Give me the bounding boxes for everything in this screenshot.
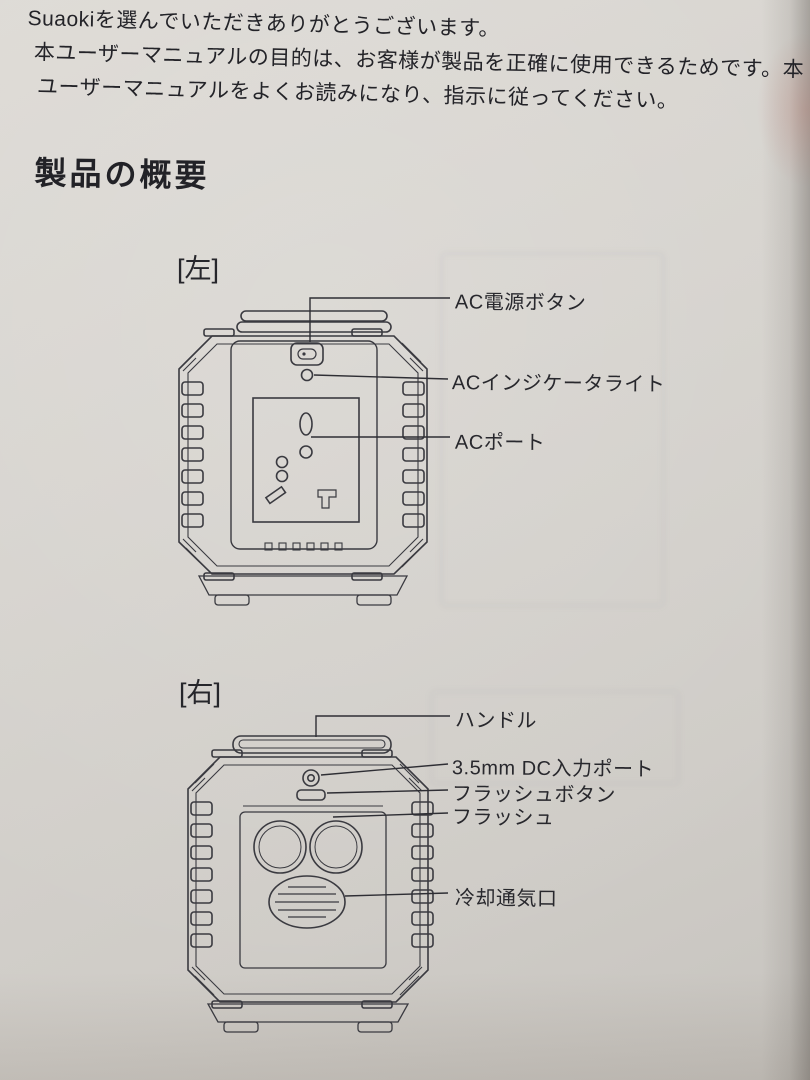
right-device-illustration — [187, 735, 434, 1033]
left-device-illustration — [178, 310, 428, 606]
callout-label-ac-power-button: AC電源ボタン — [454, 291, 587, 315]
callout-label-handle: ハンドル — [454, 709, 538, 733]
callout-label-ac-port: ACポート — [454, 431, 546, 455]
left-view-label: [左] — [177, 254, 220, 284]
callout-label-flash: フラッシュ — [451, 806, 555, 830]
callout-lines — [309, 297, 450, 897]
right-view-label: [右] — [179, 678, 222, 708]
callout-label-ac-indicator-light: ACインジケータライト — [451, 372, 666, 396]
callout-label-cooling-vent: 冷却通気口 — [454, 887, 558, 911]
